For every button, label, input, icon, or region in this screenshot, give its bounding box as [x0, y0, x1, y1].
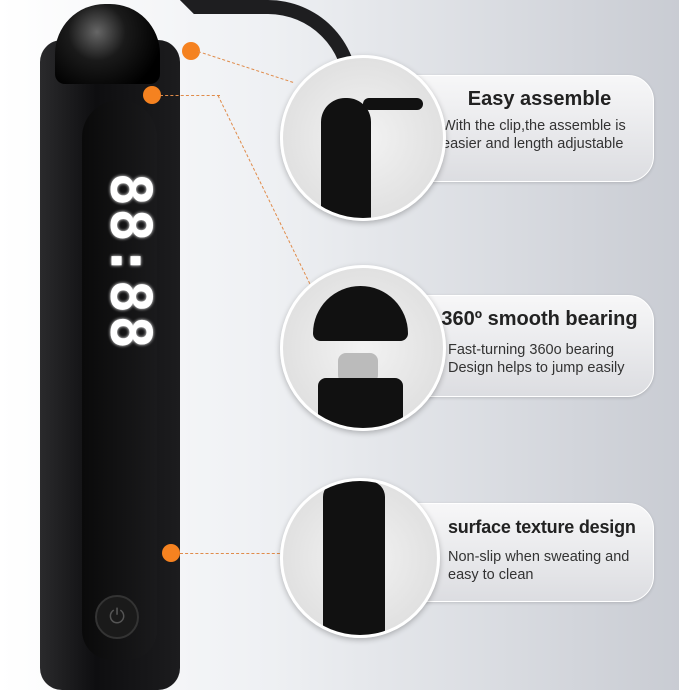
led-display: 88:88 — [97, 172, 163, 352]
callout-dot — [143, 86, 161, 104]
feature-title: Easy assemble — [467, 88, 612, 110]
bearing-cap — [55, 4, 160, 84]
feature-description: Fast-turning 360o bearing Design helps t… — [448, 341, 653, 377]
feature-description: With the clip,the assemble is easier and… — [442, 117, 653, 153]
feature-description: Non-slip when sweating and easy to clean — [448, 548, 653, 584]
desc-line: easier and length adjustable — [442, 136, 624, 152]
handle-display-panel — [82, 100, 157, 660]
detail-image-bearing — [280, 265, 446, 431]
desc-line: With the clip,the assemble is — [442, 118, 626, 134]
desc-line: Fast-turning 360o bearing — [448, 342, 615, 358]
callout-line — [180, 553, 285, 554]
feature-title: 360º smooth bearing — [441, 308, 638, 330]
power-icon: ⏻ — [95, 595, 139, 639]
feature-title: surface texture design — [448, 517, 636, 537]
callout-line — [160, 95, 220, 96]
callout-dot — [162, 544, 180, 562]
desc-line: easy to clean — [448, 567, 534, 583]
detail-image-clip — [280, 55, 446, 221]
detail-image-texture — [280, 478, 440, 638]
desc-line: Non-slip when sweating and — [448, 549, 630, 565]
callout-dot — [182, 42, 200, 60]
desc-line: Design helps to jump easily — [448, 360, 625, 376]
